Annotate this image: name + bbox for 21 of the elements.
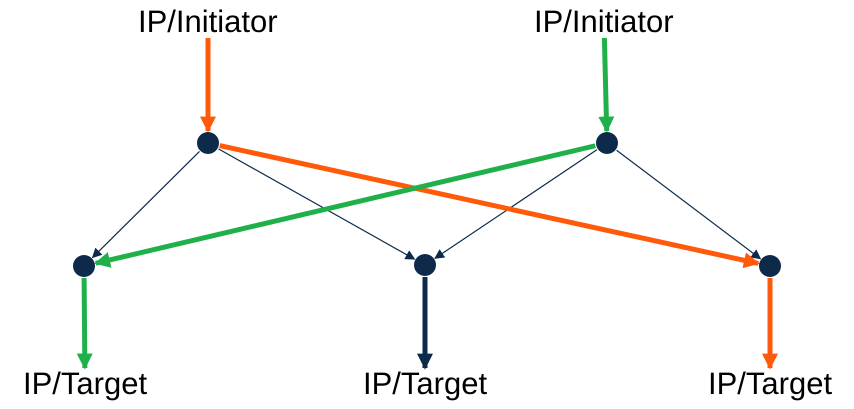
junction-dot (197, 132, 219, 154)
junction-dot (596, 132, 618, 154)
arrow (434, 149, 598, 259)
node-label: IP/Target (708, 366, 832, 402)
node-label: IP/Initiator (138, 4, 278, 40)
junction-dot (414, 254, 436, 276)
arrow (94, 143, 596, 268)
arrow (76, 278, 93, 370)
arrow (219, 143, 760, 268)
arrow (200, 38, 216, 133)
arrow (598, 38, 614, 133)
arrow (616, 150, 762, 260)
arrow (762, 278, 778, 370)
arrow (218, 148, 416, 260)
node-label: IP/Target (23, 366, 148, 402)
node-label: IP/Initiator (534, 4, 674, 40)
node-label: IP/Target (363, 366, 488, 402)
junction-dot (73, 255, 95, 277)
arrow (92, 151, 200, 258)
junction-dot (759, 255, 781, 277)
arrow (417, 277, 433, 370)
